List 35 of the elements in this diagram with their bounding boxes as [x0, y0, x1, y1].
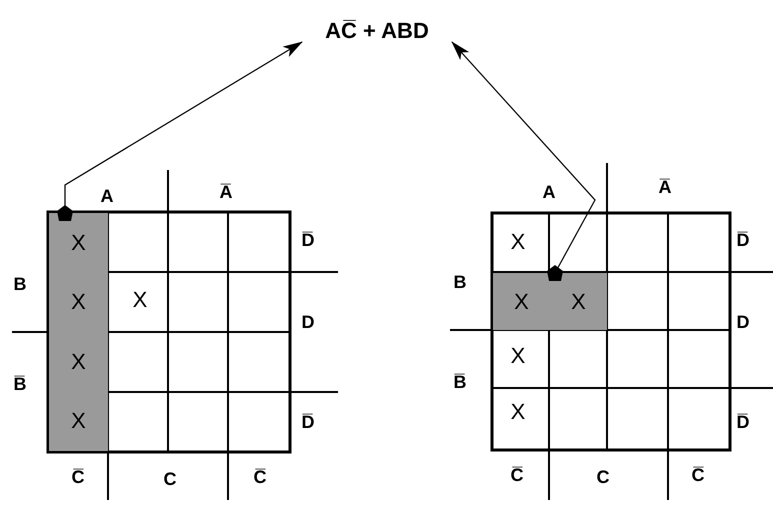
- variable-label: C: [596, 467, 610, 489]
- variable-label: A̅: [220, 182, 232, 204]
- variable-label: A: [542, 182, 556, 204]
- variable-label: A: [100, 186, 114, 208]
- cell-mark: X: [510, 398, 526, 426]
- variable-label: D̅: [302, 412, 314, 434]
- variable-label: C̅: [692, 465, 704, 487]
- boolean-expression: AC̅ + ABD: [300, 16, 454, 46]
- variable-label: D̅: [302, 230, 314, 252]
- variable-label: D: [736, 312, 750, 334]
- variable-label: C̅: [72, 467, 84, 489]
- variable-label: C̅: [254, 467, 266, 489]
- variable-label: B̅: [454, 372, 466, 394]
- variable-label: C: [164, 469, 176, 491]
- variable-label: B: [14, 274, 26, 296]
- variable-label: D̅: [736, 230, 750, 252]
- variable-label: A̅: [658, 177, 672, 199]
- cell-mark: X: [70, 407, 87, 436]
- cell-mark: X: [570, 288, 587, 316]
- cell-mark: X: [510, 342, 526, 370]
- arrow: [451, 41, 596, 281]
- variable-label: B: [454, 272, 466, 294]
- cell-mark: X: [70, 228, 87, 257]
- shaded-group: [49, 213, 108, 451]
- cell-mark: X: [513, 288, 530, 316]
- variable-label: D̅: [736, 412, 750, 434]
- variable-label: B̅: [14, 374, 26, 396]
- variable-label: D: [302, 312, 314, 334]
- cell-mark: X: [132, 286, 148, 314]
- arrow: [57, 41, 303, 221]
- cell-mark: X: [510, 228, 526, 256]
- shaded-group: [493, 273, 607, 330]
- cell-mark: X: [70, 288, 87, 316]
- cell-mark: X: [70, 348, 87, 376]
- variable-label: C̅: [510, 465, 524, 487]
